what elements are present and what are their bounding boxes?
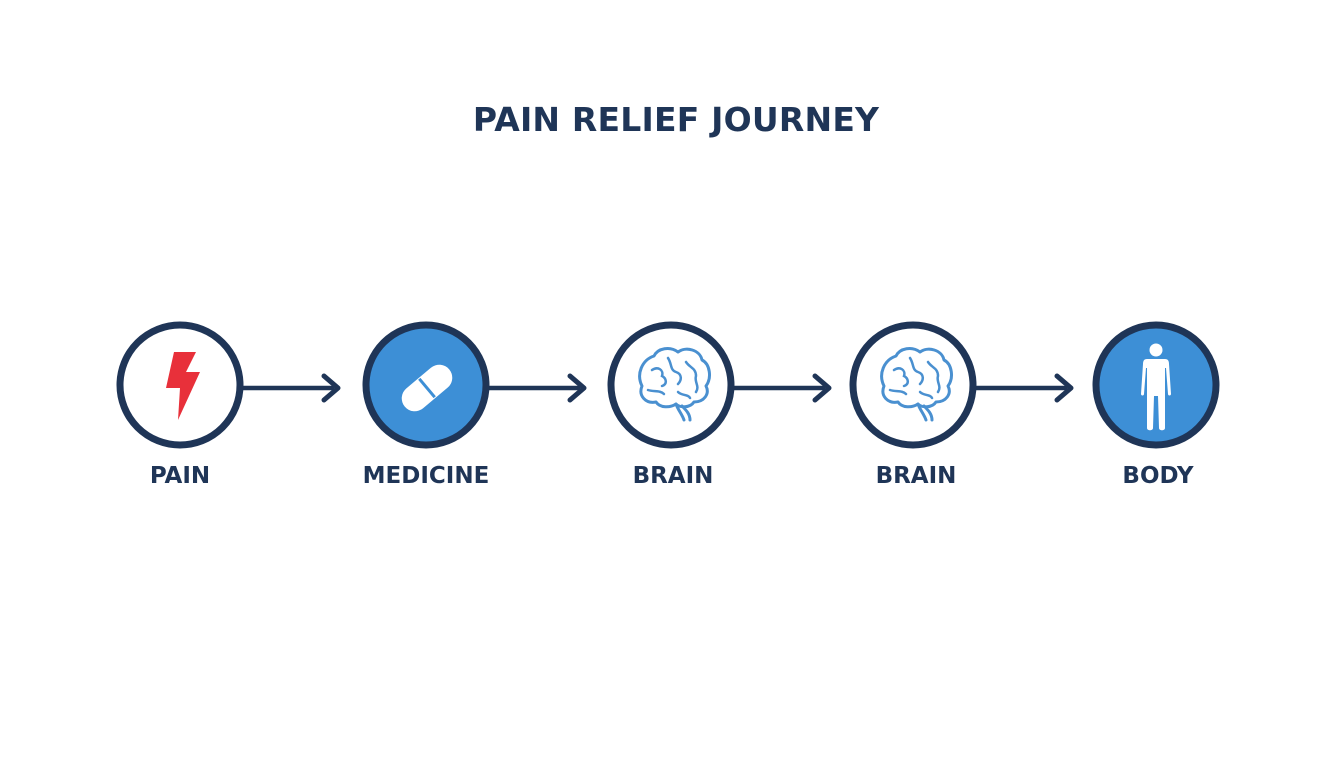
step-pain	[116, 321, 244, 449]
arrow-medicine-to-brain	[488, 373, 587, 403]
step-brain-2	[849, 321, 977, 449]
step-medicine	[362, 321, 490, 449]
step-label-brain-2: BRAIN	[875, 463, 957, 489]
arrow-pain-to-medicine	[242, 373, 341, 403]
arrow-brain-to-brain	[733, 373, 832, 403]
step-label-pain: PAIN	[149, 463, 211, 489]
diagram-title: PAIN RELIEF JOURNEY	[472, 100, 880, 139]
capsule-pill-icon	[401, 364, 453, 412]
step-label-medicine: MEDICINE	[362, 463, 490, 489]
arrow-brain-to-body	[975, 373, 1074, 403]
step-label-body: BODY	[1122, 463, 1194, 489]
step-body	[1092, 321, 1220, 449]
step-label-brain-1: BRAIN	[632, 463, 714, 489]
human-body-icon	[1141, 343, 1171, 431]
lightning-bolt-icon	[166, 352, 200, 420]
step-brain-1	[607, 321, 735, 449]
